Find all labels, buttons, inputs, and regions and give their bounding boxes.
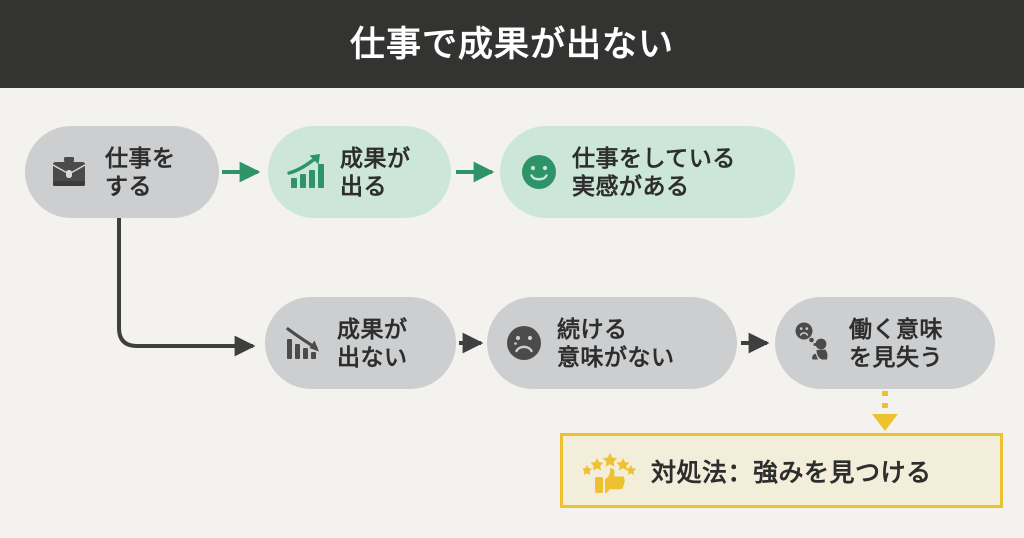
node-no-meaning-label: 続ける 意味がない <box>557 315 675 370</box>
sad-face-icon <box>505 324 543 362</box>
header-bar: 仕事で成果が出ない <box>0 0 1024 88</box>
page-title: 仕事で成果が出ない <box>349 24 674 64</box>
node-no-results[interactable]: 成果が 出ない <box>265 297 456 389</box>
briefcase-icon <box>47 150 91 194</box>
remedy-box[interactable]: 対処法：強みを見つける <box>560 433 1003 508</box>
chart-up-icon <box>284 150 328 194</box>
smiley-face-icon <box>520 153 558 191</box>
node-results-come-label: 成果が 出る <box>340 144 411 199</box>
node-no-meaning[interactable]: 続ける 意味がない <box>487 297 737 389</box>
connector-lose-purpose-to-remedy <box>872 391 898 431</box>
connector-do-work-to-no-results <box>117 218 256 357</box>
node-lose-purpose[interactable]: 働く意味 を見失う <box>775 297 995 389</box>
node-feel-working[interactable]: 仕事をしている 実感がある <box>500 126 795 218</box>
remedy-label: 対処法：強みを見つける <box>651 458 932 487</box>
node-do-work-label: 仕事を する <box>105 144 176 199</box>
person-thinking-icon <box>791 320 837 366</box>
node-no-results-label: 成果が 出ない <box>337 315 408 370</box>
node-results-come[interactable]: 成果が 出る <box>268 126 451 218</box>
chart-down-icon <box>281 321 325 365</box>
node-feel-working-label: 仕事をしている 実感がある <box>572 144 736 199</box>
node-lose-purpose-label: 働く意味 を見失う <box>849 315 943 370</box>
thumbs-up-stars-icon <box>583 447 637 495</box>
node-do-work[interactable]: 仕事を する <box>25 126 219 218</box>
